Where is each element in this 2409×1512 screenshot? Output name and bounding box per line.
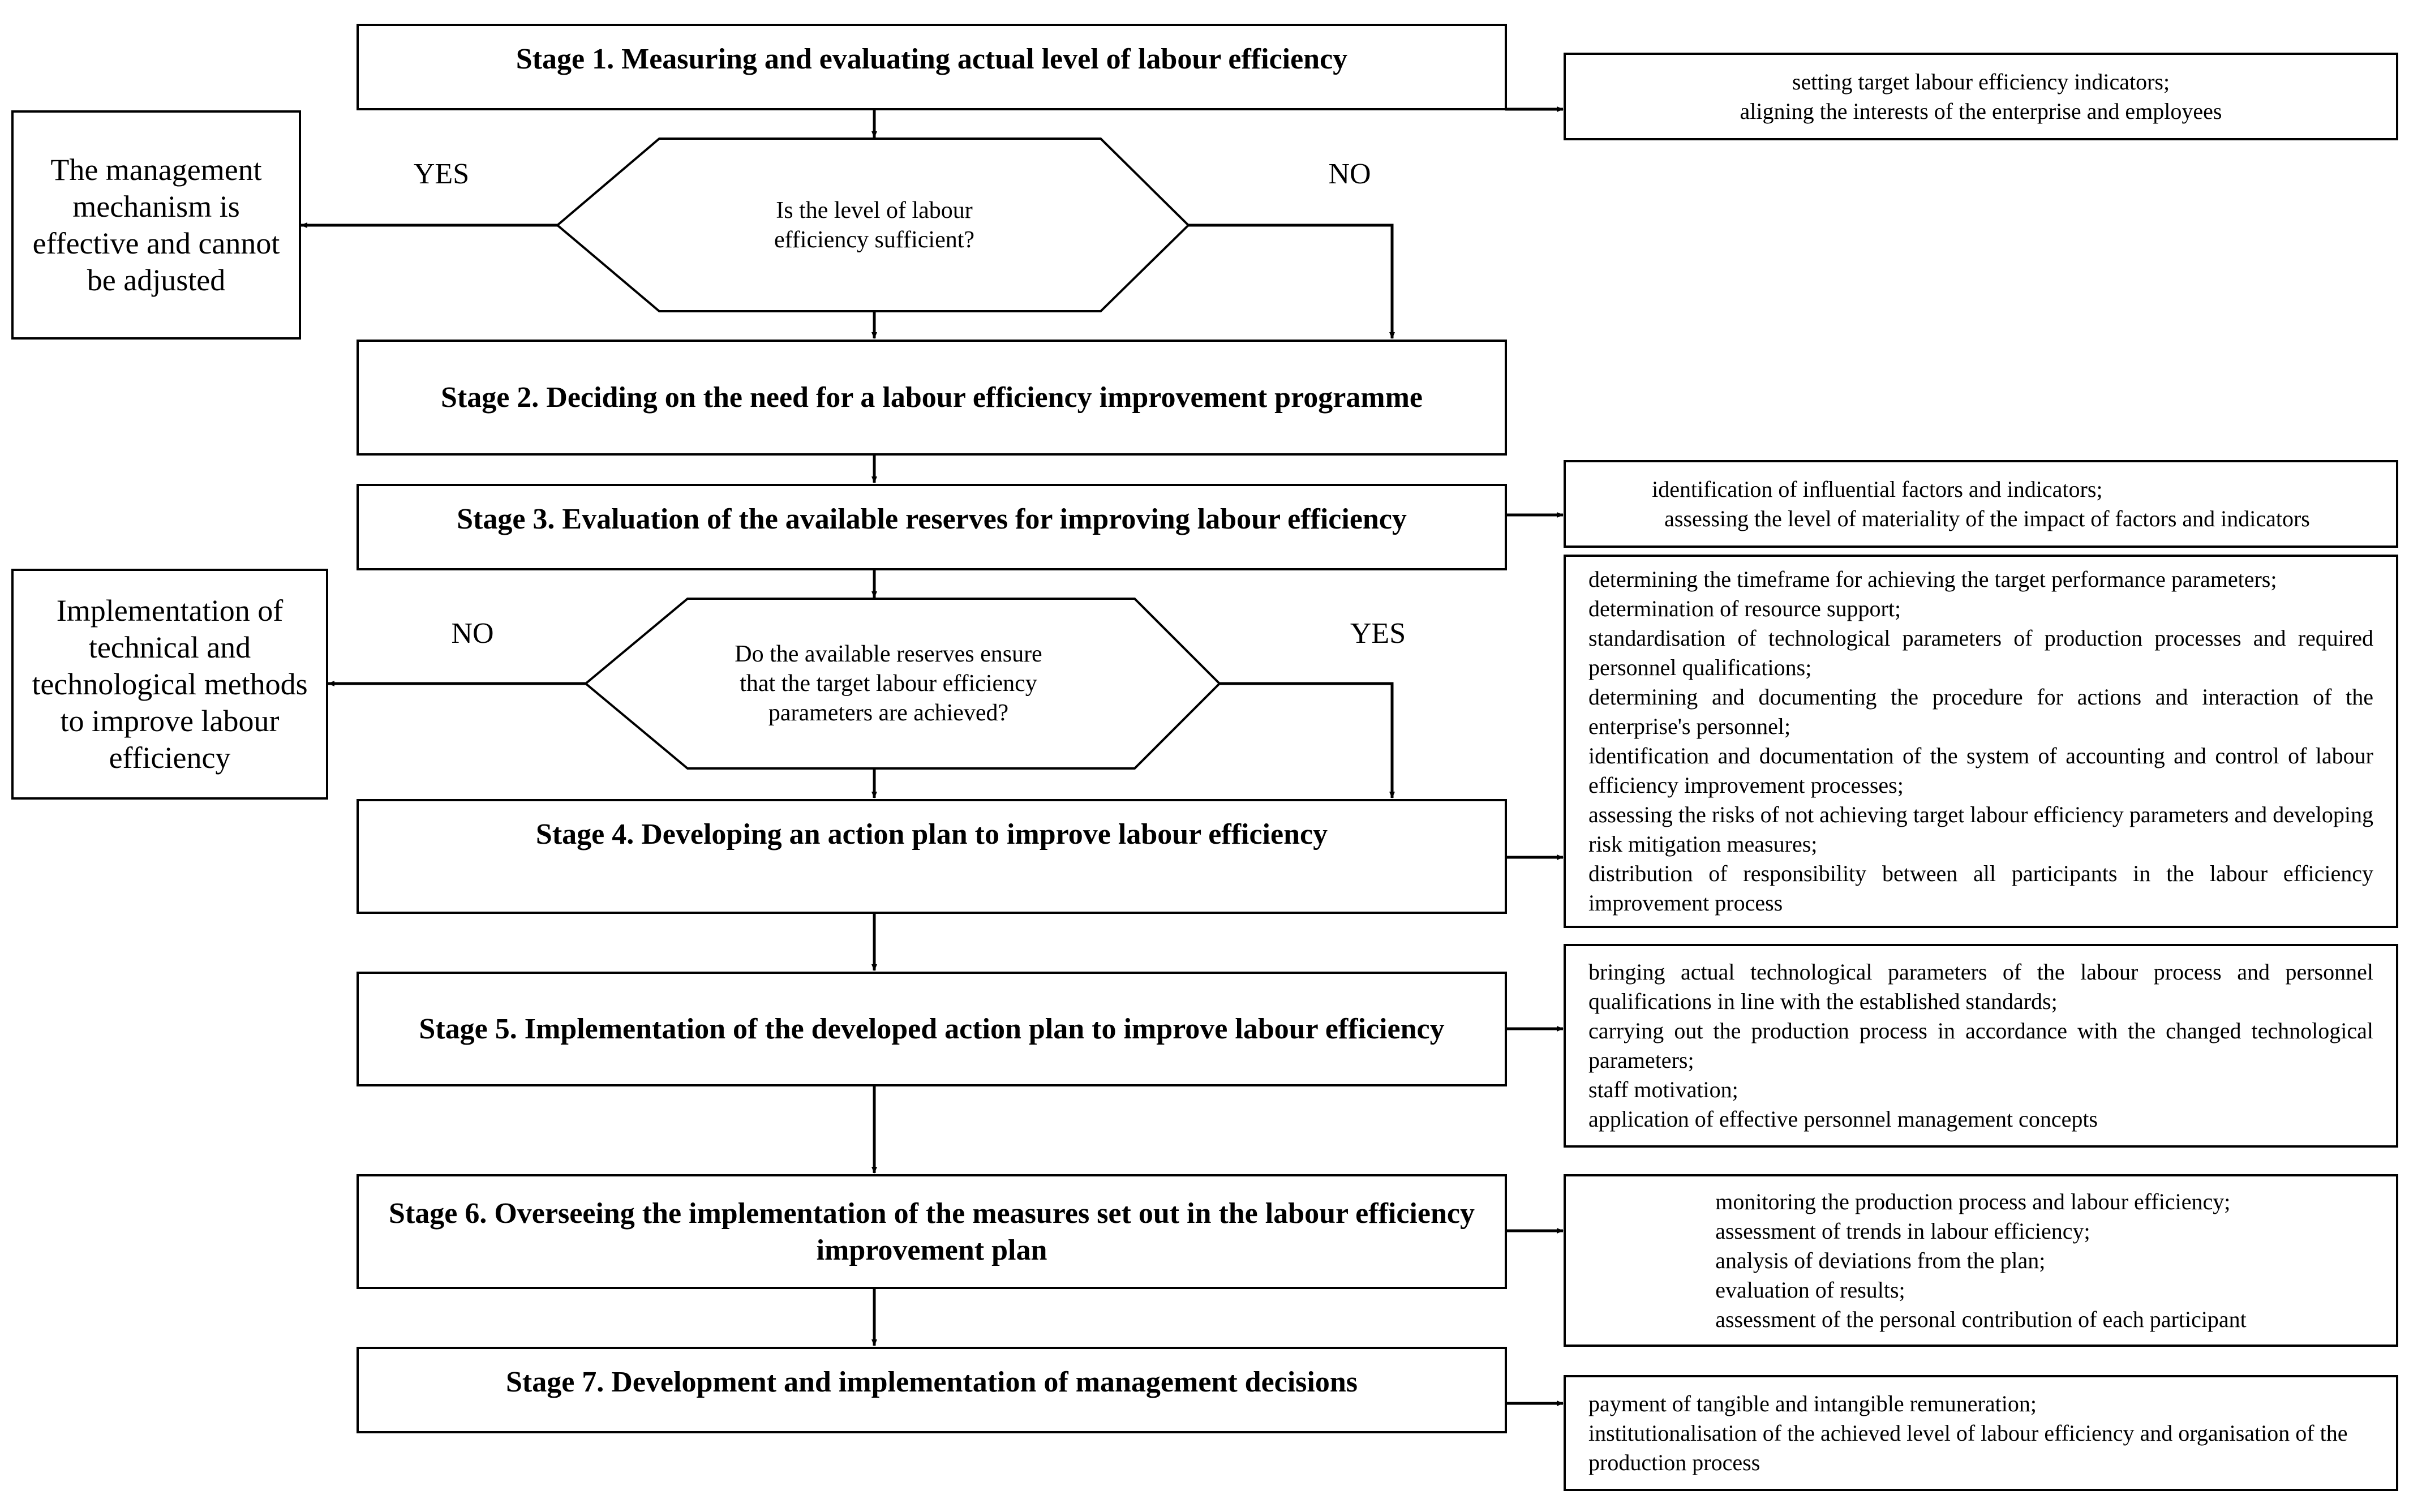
note-stage-4-text: determining the timeframe for achieving … bbox=[1566, 565, 2396, 918]
stage-6-box: Stage 6. Overseeing the implementation o… bbox=[357, 1174, 1507, 1289]
note-stage-4-line: determining and documenting the procedur… bbox=[1588, 684, 2373, 739]
note-stage-5-text: bringing actual technological parameters… bbox=[1566, 957, 2396, 1134]
note-stage-4-line: determination of resource support; bbox=[1588, 596, 1901, 621]
stage-4-text: Stage 4. Developing an action plan to im… bbox=[535, 818, 1328, 850]
note-stage-3-line: identification of influential factors an… bbox=[1652, 476, 2103, 502]
stage-7-text: Stage 7. Development and implementation … bbox=[505, 1366, 1358, 1398]
note-stage-4-line: distribution of responsibility between a… bbox=[1588, 861, 2373, 916]
stage-7-box: Stage 7. Development and implementation … bbox=[357, 1347, 1507, 1433]
note-stage-4-line: determining the timeframe for achieving … bbox=[1588, 566, 2277, 592]
decision-2-yes-label: YES bbox=[1350, 617, 1406, 650]
decision-1-yes-label: YES bbox=[413, 158, 470, 190]
outcome-effective-text: The management mechanism is effective an… bbox=[32, 152, 280, 297]
note-stage-6-line: evaluation of results; bbox=[1715, 1277, 1905, 1303]
note-stage-5: bringing actual technological parameters… bbox=[1564, 944, 2398, 1148]
note-stage-7-line: institutionalisation of the achieved lev… bbox=[1588, 1420, 2348, 1475]
stage-2-text: Stage 2. Deciding on the need for a labo… bbox=[440, 381, 1423, 414]
note-stage-5-line: application of effective personnel manag… bbox=[1588, 1106, 2098, 1132]
note-stage-6-line: assessment of the personal contribution … bbox=[1715, 1306, 2247, 1332]
note-stage-6-line: assessment of trends in labour efficienc… bbox=[1715, 1218, 2090, 1244]
outcome-effective-box: The management mechanism is effective an… bbox=[11, 110, 301, 340]
stage-5-box: Stage 5. Implementation of the developed… bbox=[357, 972, 1507, 1086]
note-stage-3-text: identification of influential factors an… bbox=[1629, 475, 2333, 534]
note-stage-4-line: assessing the risks of not achieving tar… bbox=[1588, 802, 2373, 857]
note-stage-7-text: payment of tangible and intangible remun… bbox=[1566, 1389, 2396, 1477]
note-stage-6-line: analysis of deviations from the plan; bbox=[1715, 1247, 2046, 1273]
decision-2-no-label: NO bbox=[451, 617, 494, 650]
note-stage-4-line: identification and documentation of the … bbox=[1588, 743, 2373, 798]
decision-1-question: Is the level of labour efficiency suffic… bbox=[774, 197, 975, 253]
note-stage-1-line: aligning the interests of the enterprise… bbox=[1740, 98, 2222, 124]
arrow-d2-yes bbox=[1219, 682, 1395, 798]
outcome-technical-box: Implementation of technical and technolo… bbox=[11, 569, 328, 800]
note-stage-6: monitoring the production process and la… bbox=[1564, 1174, 2398, 1347]
stage-6-text: Stage 6. Overseeing the implementation o… bbox=[389, 1197, 1475, 1266]
decision-2-question: Do the available reserves ensure that th… bbox=[735, 641, 1042, 726]
note-stage-7: payment of tangible and intangible remun… bbox=[1564, 1375, 2398, 1491]
outcome-technical-text: Implementation of technical and technolo… bbox=[32, 593, 308, 775]
stage-4-box: Stage 4. Developing an action plan to im… bbox=[357, 799, 1507, 914]
stage-3-text: Stage 3. Evaluation of the available res… bbox=[457, 503, 1407, 535]
arrow-d1-no bbox=[1188, 224, 1395, 339]
note-stage-4-line: standardisation of technological paramet… bbox=[1588, 625, 2373, 680]
stage-1-box: Stage 1. Measuring and evaluating actual… bbox=[357, 24, 1507, 110]
stage-3-box: Stage 3. Evaluation of the available res… bbox=[357, 484, 1507, 570]
note-stage-5-line: carrying out the production process in a… bbox=[1588, 1018, 2373, 1073]
note-stage-3-line: assessing the level of materiality of th… bbox=[1664, 505, 2310, 531]
note-stage-6-text: monitoring the production process and la… bbox=[1693, 1187, 2269, 1334]
note-stage-5-line: bringing actual technological parameters… bbox=[1588, 959, 2373, 1014]
note-stage-1-text: setting target labour efficiency indicat… bbox=[1717, 67, 2245, 126]
note-stage-7-line: payment of tangible and intangible remun… bbox=[1588, 1390, 2037, 1416]
note-stage-4: determining the timeframe for achieving … bbox=[1564, 555, 2398, 928]
stage-1-text: Stage 1. Measuring and evaluating actual… bbox=[516, 43, 1348, 75]
note-stage-5-line: staff motivation; bbox=[1588, 1077, 1738, 1102]
stage-5-text: Stage 5. Implementation of the developed… bbox=[419, 1013, 1445, 1045]
stage-2-box: Stage 2. Deciding on the need for a labo… bbox=[357, 340, 1507, 456]
note-stage-6-line: monitoring the production process and la… bbox=[1715, 1188, 2231, 1214]
decision-1-no-label: NO bbox=[1328, 158, 1371, 190]
note-stage-1-line: setting target labour efficiency indicat… bbox=[1792, 68, 2170, 94]
note-stage-1: setting target labour efficiency indicat… bbox=[1564, 53, 2398, 140]
note-stage-3: identification of influential factors an… bbox=[1564, 460, 2398, 548]
